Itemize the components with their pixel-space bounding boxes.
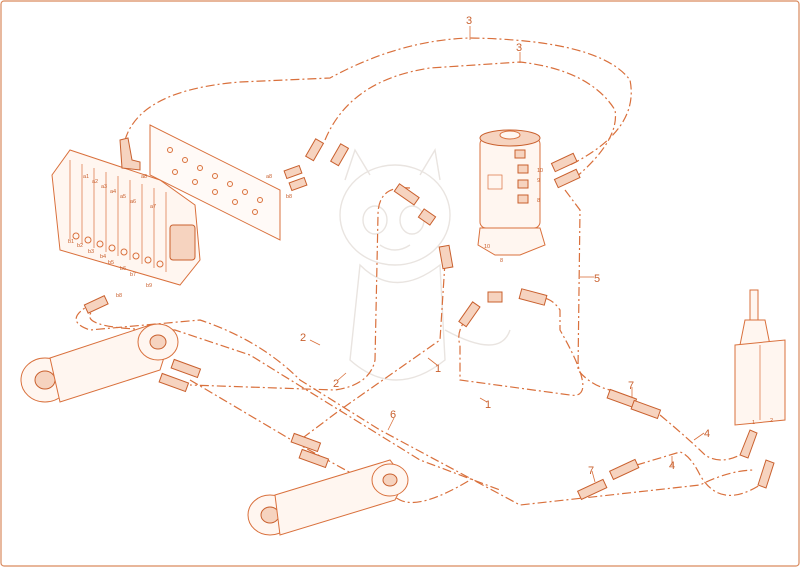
mounting-plate xyxy=(149,124,281,241)
port-b1-label: b1 xyxy=(68,239,74,245)
hose-end-1-mid xyxy=(458,301,481,328)
callout-1-upper: 1 xyxy=(435,363,441,375)
port-a8-label: a8 xyxy=(141,174,147,180)
hose-end-7-lower-a xyxy=(576,478,608,501)
hose-3-inner xyxy=(324,61,617,179)
hose-5 xyxy=(564,189,611,391)
callout-3-outer: 3 xyxy=(466,15,472,27)
tee-fitting-mid xyxy=(487,291,503,303)
leader-lines xyxy=(309,26,705,483)
elbow-fitting-joystick-2 xyxy=(757,459,775,489)
pilot-joystick: 1 2 xyxy=(734,289,786,426)
hose-end-swivel-2 xyxy=(553,168,581,189)
joint-port-8-label: 8 xyxy=(537,198,540,204)
port-b9-label: b9 xyxy=(146,283,152,289)
hose-end-1-swivel xyxy=(438,244,454,270)
hose-3-outer xyxy=(124,37,632,166)
port-b8-label: b8 xyxy=(116,293,122,299)
swivel-joint: 10 9 8 10 8 xyxy=(477,129,546,264)
callout-1-lower: 1 xyxy=(485,399,491,411)
fitting-b8-label: b8 xyxy=(286,194,292,200)
hose-end-7-lower-b xyxy=(608,458,640,481)
port-a7-label: a7 xyxy=(150,204,156,210)
port-b3-label: b3 xyxy=(88,249,94,255)
hose-1-a xyxy=(299,261,446,441)
callout-6: 6 xyxy=(390,409,396,421)
joystick-port-2-label: 2 xyxy=(770,418,773,424)
callout-4-lower: 4 xyxy=(669,460,675,472)
port-b2-label: b2 xyxy=(77,243,83,249)
callout-7-lower: 7 xyxy=(588,465,594,477)
fitting-a8 xyxy=(283,164,303,180)
joint-port-8-lower-label: 8 xyxy=(500,258,503,264)
hose-1-b xyxy=(458,296,584,396)
hose-6 xyxy=(189,379,471,504)
hose-end-3b xyxy=(329,143,350,167)
joint-port-9-label: 9 xyxy=(537,178,540,184)
hose-end-3a xyxy=(304,138,325,162)
port-b7-label: b7 xyxy=(130,272,136,278)
port-a1-label: a1 xyxy=(83,174,89,180)
callout-4-upper: 4 xyxy=(704,428,710,440)
hose-4-b xyxy=(619,451,761,496)
callout-numbers: 3 3 5 2 2 1 1 6 7 7 4 4 xyxy=(300,15,710,477)
bucket-cylinder xyxy=(247,459,409,536)
callout-2-lower: 2 xyxy=(333,378,339,390)
cyl-fitting-3 xyxy=(290,432,322,453)
port-b5-label: b5 xyxy=(108,260,114,266)
hose-end-2-swivel xyxy=(393,183,420,206)
fittings: a8 b8 xyxy=(83,137,775,501)
hose-lines xyxy=(75,37,761,506)
fitting-b8 xyxy=(288,176,308,192)
joint-port-10-label: 10 xyxy=(537,168,543,174)
joystick-port-1-label: 1 xyxy=(752,420,755,426)
elbow-fitting-valve xyxy=(119,137,141,171)
hose-end-mid-right xyxy=(518,288,548,306)
port-b4-label: b4 xyxy=(100,254,106,260)
hose-4-a xyxy=(659,414,741,461)
hose-end-7-upper-b xyxy=(630,399,662,420)
port-a2-label: a2 xyxy=(92,179,98,185)
tee-fitting-swivel xyxy=(417,208,437,226)
callout-3-inner: 3 xyxy=(516,42,522,54)
hose-2 xyxy=(75,301,756,506)
hose-2-upper xyxy=(189,187,411,391)
port-b6-label: b6 xyxy=(120,266,126,272)
port-a3-label: a3 xyxy=(101,184,107,190)
fitting-a8-label: a8 xyxy=(266,174,272,180)
callout-2-upper: 2 xyxy=(300,332,306,344)
cyl-fitting-4 xyxy=(298,448,330,469)
hose-valve-return xyxy=(89,304,501,491)
callout-5: 5 xyxy=(594,273,600,285)
port-a4-label: a4 xyxy=(110,189,116,195)
cyl-fitting-2 xyxy=(158,372,190,393)
control-valve-bank: a1 a2 a3 a4 a5 a6 a7 a8 b1 b2 b3 b4 b5 b… xyxy=(51,149,201,299)
boom-cylinder xyxy=(20,323,179,403)
joint-port-10-lower-label: 10 xyxy=(484,244,490,250)
hose-end-a8-valve xyxy=(83,295,109,314)
callout-7-upper: 7 xyxy=(628,380,634,392)
cyl-fitting-1 xyxy=(170,358,202,379)
port-a6-label: a6 xyxy=(130,199,136,205)
elbow-fitting-joystick-1 xyxy=(739,429,758,459)
hose-end-swivel-1 xyxy=(550,152,578,173)
port-a5-label: a5 xyxy=(120,194,126,200)
